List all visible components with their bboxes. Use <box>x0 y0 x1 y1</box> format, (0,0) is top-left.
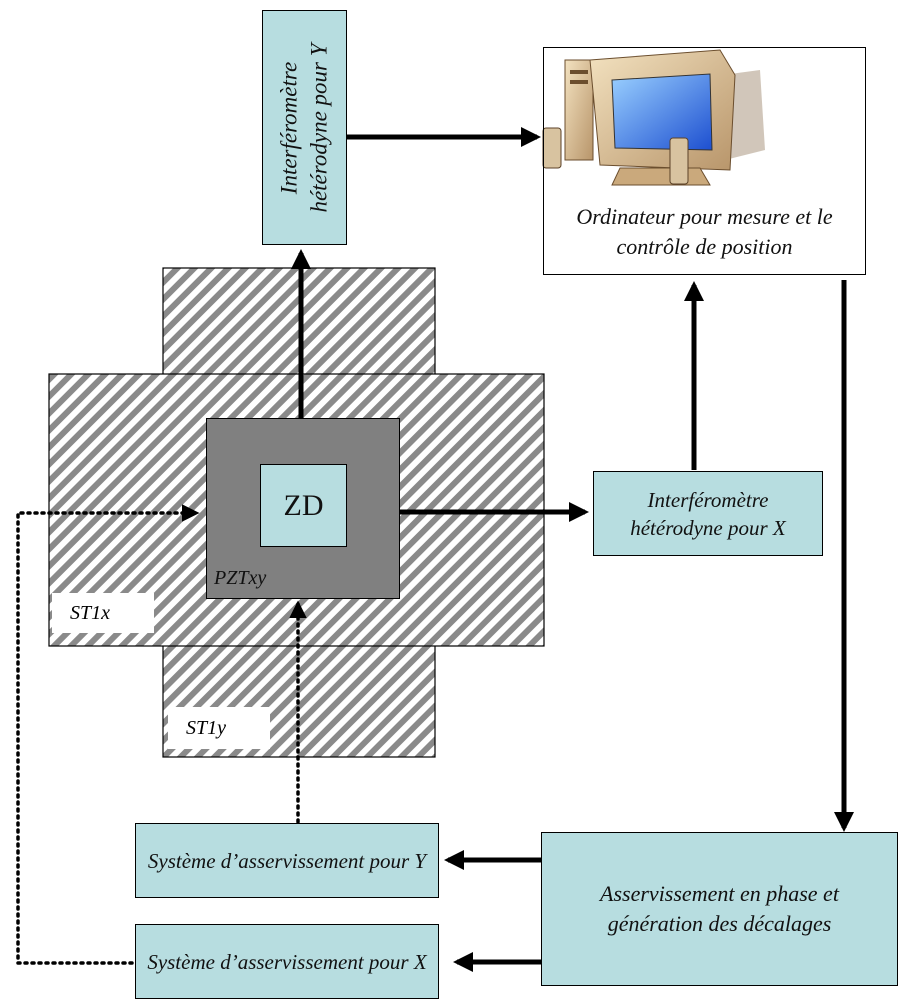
computer-label: Ordinateur pour mesure et le contrôle de… <box>576 204 833 259</box>
stage-x-label: ST1x <box>52 593 154 633</box>
servo-x-box: Système d’asservissement pour X <box>135 924 439 999</box>
interferometer-y-box: Interféromètre hétérodyne pour Y <box>262 10 347 245</box>
servo-x-control-line <box>16 504 200 965</box>
computer-monitor-icon <box>542 49 765 186</box>
servo-y-box: Système d’asservissement pour Y <box>135 823 439 898</box>
servo-y-label: Système d’asservissement pour Y <box>147 848 427 873</box>
interferometer-x-label: Interféromètre hétérodyne pour X <box>630 487 786 540</box>
phase-lock-box: Asservissement en phase et génération de… <box>541 832 898 986</box>
interferometer-y-label: Interféromètre hétérodyne pour Y <box>276 42 332 213</box>
computer-box: Ordinateur pour mesure et le contrôle de… <box>543 47 866 275</box>
pzt-label: PZTxy <box>214 567 267 589</box>
servo-x-label: Système d’asservissement pour X <box>147 949 427 974</box>
phase-lock-label: Asservissement en phase et génération de… <box>600 881 839 936</box>
stage-y-label: ST1y <box>168 707 270 749</box>
interferometer-x-box: Interféromètre hétérodyne pour X <box>593 471 823 556</box>
zd-box: ZD <box>260 464 347 547</box>
